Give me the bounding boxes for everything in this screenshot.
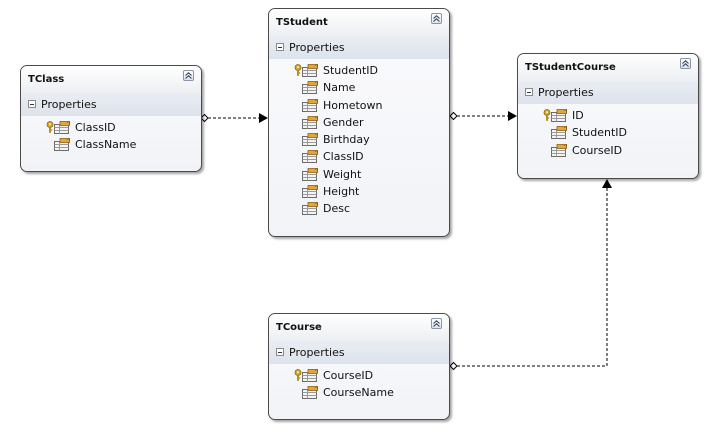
association-arrowhead <box>508 111 517 121</box>
property-label: ClassID <box>75 121 116 134</box>
property-icon <box>302 185 318 199</box>
properties-section-header[interactable]: Properties <box>269 342 449 364</box>
entity-title: TStudent <box>276 17 328 28</box>
collapse-minus-icon[interactable] <box>276 348 284 356</box>
property-label: Weight <box>323 167 362 181</box>
property-row[interactable]: CourseName <box>269 384 449 401</box>
properties-section-header[interactable]: Properties <box>269 37 449 59</box>
property-icon <box>302 133 318 147</box>
primary-key-icon <box>294 369 302 381</box>
property-list: CourseID CourseName <box>269 364 449 402</box>
property-icon <box>302 202 318 216</box>
property-label: ID <box>572 109 584 122</box>
association-line <box>457 186 608 367</box>
property-icon <box>551 143 567 157</box>
property-label: StudentID <box>572 126 628 140</box>
property-label: CourseID <box>572 143 623 157</box>
entity-title: TCourse <box>276 322 322 333</box>
entity-tcourse[interactable]: TCourse Properties CourseID CourseName <box>268 313 450 420</box>
property-label: Height <box>323 185 360 199</box>
property-icon <box>302 98 318 112</box>
property-label: Desc <box>323 202 351 216</box>
property-icon <box>302 369 318 382</box>
property-label: ClassName <box>75 138 137 152</box>
properties-section-header[interactable]: Properties <box>21 94 201 116</box>
section-label: Properties <box>289 41 345 54</box>
collapse-chevron-icon[interactable] <box>183 70 194 81</box>
property-list: ID StudentID CourseID <box>518 104 698 159</box>
property-row[interactable]: ClassID <box>269 148 449 165</box>
entity-tstudentcourse[interactable]: TStudentCourse Properties ID StudentID Cou… <box>517 53 699 179</box>
property-label: StudentID <box>323 64 379 77</box>
property-icon <box>551 109 567 122</box>
collapse-chevron-icon[interactable] <box>431 318 442 329</box>
property-row[interactable]: Name <box>269 79 449 96</box>
section-label: Properties <box>289 346 345 359</box>
property-icon <box>302 115 318 129</box>
property-icon <box>302 64 318 77</box>
property-row[interactable]: StudentID <box>269 62 449 79</box>
property-row[interactable]: Weight <box>269 166 449 183</box>
properties-section-header[interactable]: Properties <box>518 82 698 104</box>
property-label: Hometown <box>323 98 383 112</box>
property-row[interactable]: Gender <box>269 114 449 131</box>
property-label: ClassID <box>323 150 364 164</box>
property-row[interactable]: CourseID <box>518 142 698 159</box>
collapse-minus-icon[interactable] <box>525 88 533 96</box>
primary-key-icon <box>294 64 302 76</box>
collapse-chevron-icon[interactable] <box>680 58 691 69</box>
association-start-diamond <box>200 113 209 123</box>
association-start-diamond <box>449 361 458 371</box>
property-icon <box>54 121 70 134</box>
section-label: Properties <box>41 98 97 111</box>
entity-title: TClass <box>28 74 65 85</box>
property-row[interactable]: ClassName <box>21 136 201 153</box>
association-arrowhead <box>602 179 612 188</box>
property-icon <box>302 167 318 181</box>
property-row[interactable]: Desc <box>269 200 449 217</box>
entity-header: TStudentCourse <box>518 54 698 82</box>
entity-title: TStudentCourse <box>525 62 616 73</box>
association-arrowhead <box>259 113 268 123</box>
property-row[interactable]: Hometown <box>269 97 449 114</box>
entity-tclass[interactable]: TClass Properties ClassID ClassName <box>20 65 202 172</box>
property-icon <box>302 150 318 164</box>
property-row[interactable]: Height <box>269 183 449 200</box>
property-row[interactable]: ID <box>518 107 698 124</box>
property-icon <box>551 126 567 140</box>
property-row[interactable]: Birthday <box>269 131 449 148</box>
property-list: ClassID ClassName <box>21 116 201 154</box>
entity-header: TStudent <box>269 9 449 37</box>
collapse-chevron-icon[interactable] <box>431 13 442 24</box>
property-label: CourseID <box>323 369 374 382</box>
property-icon <box>302 81 318 95</box>
association-start-diamond <box>449 111 458 121</box>
property-icon <box>54 138 70 152</box>
entity-header: TClass <box>21 66 201 94</box>
collapse-minus-icon[interactable] <box>28 100 36 108</box>
entity-header: TCourse <box>269 314 449 342</box>
primary-key-icon <box>46 121 54 133</box>
property-row[interactable]: ClassID <box>21 119 201 136</box>
property-label: CourseName <box>323 386 394 400</box>
primary-key-icon <box>543 109 551 121</box>
property-label: Gender <box>323 115 364 129</box>
property-icon <box>302 386 318 400</box>
collapse-minus-icon[interactable] <box>276 43 284 51</box>
property-row[interactable]: StudentID <box>518 124 698 141</box>
property-label: Birthday <box>323 133 370 147</box>
property-row[interactable]: CourseID <box>269 367 449 384</box>
section-label: Properties <box>538 86 594 99</box>
property-label: Name <box>323 81 356 95</box>
